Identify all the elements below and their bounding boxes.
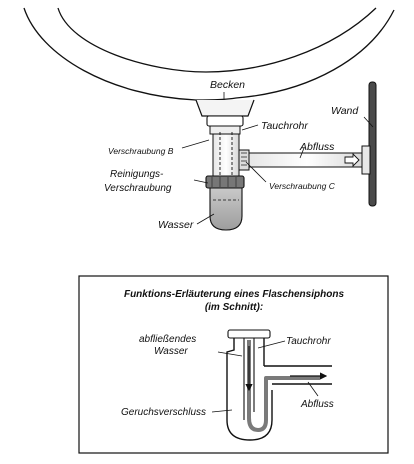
panel-title-line1: Funktions-Erläuterung eines Flaschensiph… [124,289,344,300]
outlet-pipe [248,145,371,175]
basin [23,7,395,117]
panel-label-abfluss: Abfluss [300,399,334,410]
label-verschraubung-c: Verschraubung C [269,181,336,191]
wall [368,81,377,207]
panel-title-line2: (im Schnitt): [205,302,263,313]
label-reinigungs-line1: Reinigungs- [110,169,164,180]
label-abfluss: Abfluss [299,141,335,153]
label-tauchrohr: Tauchrohr [261,120,308,132]
siphon-cross-section [226,329,332,441]
upper-siphon-diagram: Becken Wand Tauchrohr Abfluss Verschraub… [23,7,395,231]
siphon-body [205,115,250,231]
label-reinigungs-line2: Verschraubung [104,183,172,194]
label-verschraubung-b: Verschraubung B [108,146,174,156]
label-wand: Wand [331,105,359,117]
panel-label-tauchrohr: Tauchrohr [286,336,331,347]
panel-label-abfliessendes-line1: abfließendes [139,334,196,345]
upper-leader-lines [181,92,374,225]
panel-label-abfliessendes-line2: Wasser [154,346,188,357]
panel-label-geruchsverschluss: Geruchsverschluss [121,407,206,418]
panel-leader-lines [211,340,319,413]
label-becken: Becken [210,79,245,91]
explanation-panel: Funktions-Erläuterung eines Flaschensiph… [78,275,389,454]
label-wasser: Wasser [158,219,194,231]
